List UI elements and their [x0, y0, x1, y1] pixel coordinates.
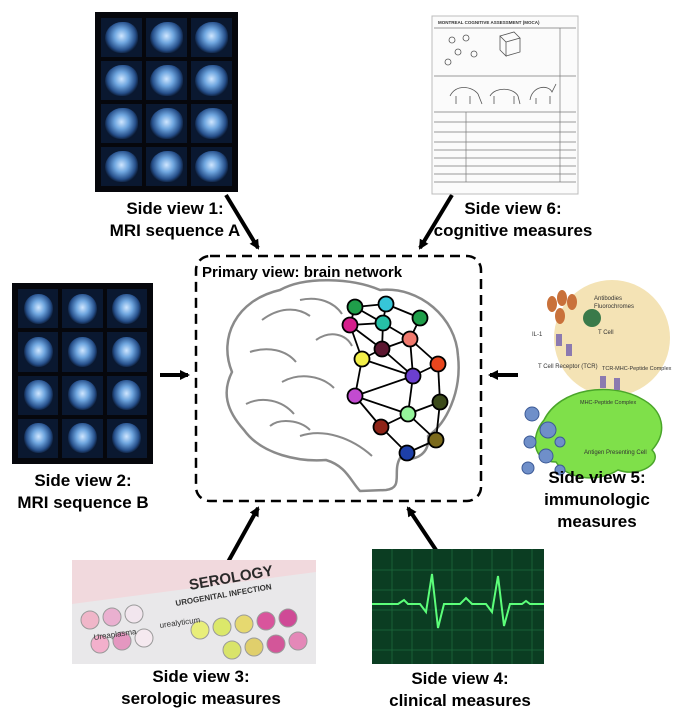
serology-panel: SEROLOGY UROGENITAL INFECTION Ureaplasma… [72, 560, 316, 664]
network-node [399, 405, 417, 423]
network-node [398, 444, 416, 462]
side-view-6-name: cognitive measures [433, 221, 593, 240]
brain-outline [225, 279, 460, 493]
t-cell-nucleus [583, 309, 601, 327]
network-node [373, 340, 391, 358]
network-node [401, 330, 419, 348]
primary-view-box [194, 254, 483, 503]
network-node [353, 350, 371, 368]
label-fluorochromes: Fluorochromes [594, 304, 634, 310]
network-edge [361, 358, 414, 377]
side-view-3-name: serologic measures [121, 689, 281, 708]
network-node [431, 393, 449, 411]
serology-wells [80, 604, 308, 660]
network-node [374, 314, 392, 332]
immunology-panel: Antibodies Fluorochromes T Cell IL-1 T C… [521, 280, 672, 479]
ecg-panel [372, 549, 544, 664]
label-apc: Antigen Presenting Cell [584, 450, 647, 456]
network-node [411, 309, 429, 327]
side-view-1-label: Side view 1: MRI sequence A [100, 198, 250, 242]
network-node [427, 431, 445, 449]
side-view-4-label: Side view 4: clinical measures [372, 668, 548, 712]
ecg-trace [372, 573, 544, 629]
side-view-5-name-cont: measures [557, 512, 637, 531]
side-view-5-label: Side view 5: immunologic measures [522, 467, 672, 533]
arrow-side-view-4 [406, 506, 442, 558]
network-node [429, 355, 447, 373]
form-drawings [444, 31, 557, 105]
form-rows [434, 27, 576, 183]
side-view-6-number: Side view 6: [464, 199, 562, 218]
network-node [377, 295, 395, 313]
label-il-1: IL-1 [532, 332, 543, 338]
form-title: MONTREAL COGNITIVE ASSESSMENT (MOCA) [438, 20, 540, 25]
side-view-1-name: MRI sequence A [109, 221, 241, 240]
label-tcr-mhc: TCR-MHC-Peptide Complex [602, 366, 672, 372]
side-view-4-number: Side view 4: [411, 669, 509, 688]
network-node [404, 367, 422, 385]
cognitive-form-panel: MONTREAL COGNITIVE ASSESSMENT (MOCA) [431, 15, 579, 195]
label-antibodies: Antibodies [594, 296, 622, 302]
mri-sequence-a-image [95, 12, 238, 192]
arrow-side-view-3 [226, 506, 260, 563]
side-view-1-number: Side view 1: [126, 199, 224, 218]
side-view-5-name: immunologic [544, 490, 650, 509]
side-view-6-label: Side view 6: cognitive measures [418, 198, 608, 242]
side-view-3-label: Side view 3: serologic measures [106, 666, 296, 710]
side-view-3-number: Side view 3: [152, 667, 250, 686]
arrow-side-view-6 [418, 193, 454, 250]
antigen-presenting-cell [534, 388, 663, 479]
mri-sequence-b-image [12, 283, 153, 464]
network-node [346, 298, 364, 316]
ecg-background [372, 549, 544, 664]
receptors [556, 334, 620, 390]
network-edges [349, 303, 441, 454]
side-view-2-name: MRI sequence B [17, 493, 149, 512]
network-node [346, 387, 364, 405]
primary-view-title: Primary view: brain network [202, 264, 403, 281]
side-view-5-number: Side view 5: [548, 468, 646, 487]
side-view-2-label: Side view 2: MRI sequence B [8, 470, 158, 514]
ecg-grid [372, 549, 544, 664]
form-paper [431, 15, 579, 195]
network-node [341, 316, 359, 334]
side-view-2-number: Side view 2: [34, 471, 132, 490]
network-edge [354, 395, 409, 415]
network-edge [354, 375, 414, 397]
network-node [372, 418, 390, 436]
antigen-particles [521, 406, 566, 476]
label-t-cell: T Cell [598, 330, 614, 336]
arrow-side-view-1 [224, 193, 260, 250]
antibodies [547, 290, 577, 324]
network-nodes [341, 295, 449, 462]
side-view-4-name: clinical measures [389, 691, 531, 710]
t-cell [554, 280, 670, 396]
label-mhc-peptide: MHC-Peptide Complex [580, 400, 636, 406]
label-tcr: T Cell Receptor (TCR) [538, 364, 598, 370]
